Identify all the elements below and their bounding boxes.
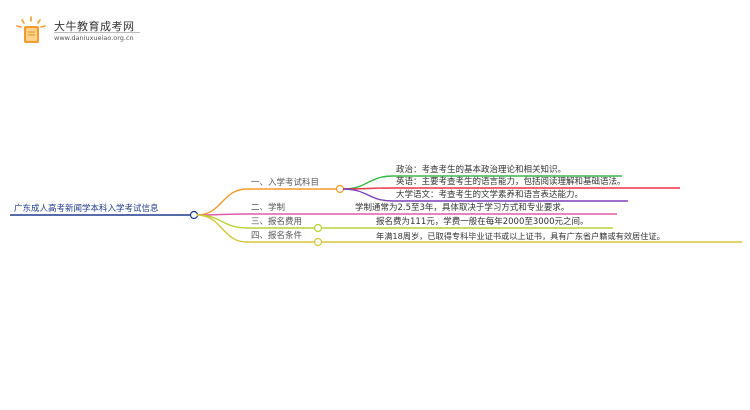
- brand-divider: [54, 32, 140, 33]
- brand-logo: 大牛教育成考网 www.daniuxueiao.org.cn: [14, 14, 140, 48]
- branch-4-dot: [313, 237, 323, 247]
- leaf-fees: 报名费为111元，学费一般在每年2000至3000元之间。: [376, 217, 589, 227]
- root-node-dot: [189, 210, 199, 220]
- branch-1-dot: [335, 184, 345, 194]
- leaf-chinese: 大学语文：考查考生的文学素养和语言表达能力。: [396, 190, 584, 200]
- branch-3-dot: [313, 223, 323, 233]
- edge-leaf-1: [342, 175, 394, 190]
- brand-name: 大牛教育成考网: [54, 20, 135, 33]
- edge-branch-3: [196, 214, 248, 229]
- edge-branch-4: [196, 214, 248, 243]
- edge-leaf-3: [342, 188, 394, 202]
- leaf-english: 英语：主要考查考生的语言能力，包括阅读理解和基础语法。: [396, 177, 626, 187]
- branch-label-requirements: 四、报名条件: [251, 231, 303, 241]
- leaf-duration: 学制通常为2.5至3年，具体取决于学习方式和专业要求。: [355, 203, 570, 213]
- branch-label-fees: 三、报名费用: [251, 217, 303, 227]
- book-badge-icon: [16, 16, 46, 43]
- branch-label-duration: 二、学制: [251, 203, 286, 213]
- leaf-politics: 政治：考查考生的基本政治理论和相关知识。: [396, 165, 567, 175]
- brand-url: www.daniuxueiao.org.cn: [54, 34, 134, 42]
- root-node-label: 广东成人高考新闻学本科入学考试信息: [14, 204, 159, 214]
- leaf-requirements: 年满18周岁，已取得专科毕业证书或以上证书，具有广东省户籍或有效居住证。: [376, 231, 665, 241]
- edge-branch-1: [196, 188, 248, 216]
- branch-label-subjects: 一、入学考试科目: [251, 178, 320, 188]
